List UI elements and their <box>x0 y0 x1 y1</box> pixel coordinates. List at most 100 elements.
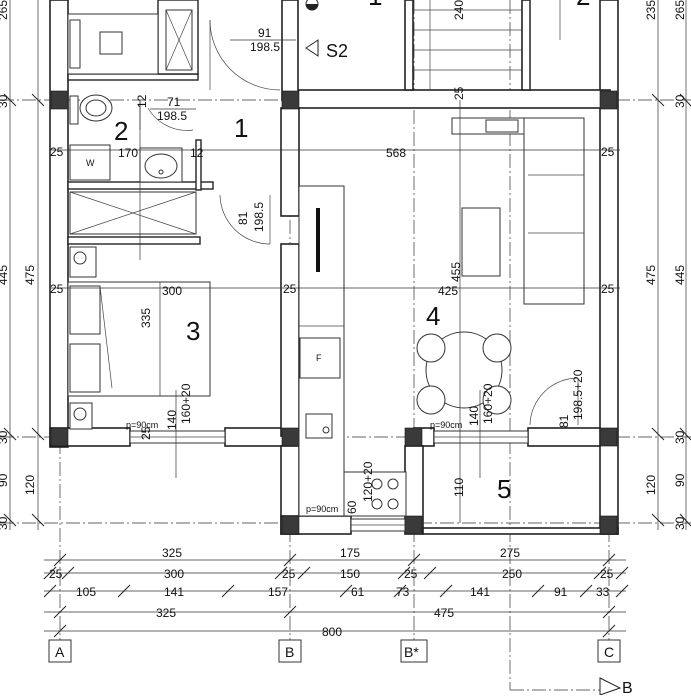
dim-row1-0: 325 <box>162 546 182 560</box>
axis-label-b: B <box>285 644 294 660</box>
right-dim-1: 30 <box>673 94 687 108</box>
section-marker-label: S2 <box>326 41 348 61</box>
dim-row2-5: 250 <box>502 567 522 581</box>
dim-row3-4: 73 <box>396 585 410 599</box>
room-number-top-right: 2 <box>576 0 590 11</box>
right-dim-2: 445 <box>673 265 687 285</box>
left-dim2-0: 475 <box>23 265 37 285</box>
axis-label-b-star: B* <box>404 644 419 660</box>
axis-labels <box>48 639 621 663</box>
window-2-param: p=90cm <box>430 420 462 430</box>
room-number-4: 4 <box>426 301 440 331</box>
dim-row3-2: 157 <box>268 585 288 599</box>
sink-icon <box>139 147 183 183</box>
door-2-height: 198.5 <box>157 109 187 123</box>
left-dim-3: 30 <box>0 430 10 444</box>
dim-row3-5: 141 <box>470 585 490 599</box>
axis-label-c: C <box>604 644 614 660</box>
dim-wall-mid: 25 <box>283 282 297 296</box>
door-1-height: 198.5 <box>250 40 280 54</box>
left-vertical-dims <box>3 0 45 530</box>
window-1-height: 160+20 <box>179 383 193 424</box>
bed <box>67 246 211 430</box>
right-dim2-1: 475 <box>644 265 658 285</box>
dim-wall-bottom: 25 <box>139 426 153 440</box>
dim-row3-3: 61 <box>351 585 365 599</box>
dim-balcony-depth: 110 <box>452 478 466 497</box>
dim-wall-right-2: 25 <box>601 282 615 296</box>
dim-living-width: 568 <box>386 146 406 160</box>
dim-stair: 240 <box>452 0 466 20</box>
right-dim-5: 30 <box>673 516 687 530</box>
axis-label-a: A <box>55 644 65 660</box>
window-3-height: 120+20 <box>361 461 375 502</box>
dim-row1-2: 275 <box>500 546 520 560</box>
dim-living-lower-width: 425 <box>438 284 458 298</box>
dim-bedroom-depth: 335 <box>139 308 153 328</box>
room-number-5: 5 <box>497 474 511 504</box>
window-3-param: p=90cm <box>306 504 338 514</box>
dim-total: 800 <box>322 625 342 639</box>
door-4-height: 198.5+20 <box>571 369 585 420</box>
dim-wall-12: 12 <box>190 146 204 160</box>
window-3-width: 60 <box>345 500 359 514</box>
dim-row2-0: 25 <box>49 567 63 581</box>
left-dim-4: 90 <box>0 473 10 487</box>
window-2-height: 160+20 <box>481 383 495 424</box>
window-2-width: 140 <box>467 406 481 426</box>
right-dim2-2: 120 <box>644 475 658 495</box>
room-number-3: 3 <box>186 316 200 346</box>
left-dim-0: 265 <box>0 0 10 20</box>
dim-wall-12b: 12 <box>135 94 149 108</box>
dim-row3-0: 105 <box>76 585 96 599</box>
window-1-width: 140 <box>165 410 179 430</box>
section-marker: S2 B <box>305 0 633 697</box>
right-dim-3: 30 <box>673 430 687 444</box>
door-4-width: 81 <box>557 414 571 428</box>
dining-table <box>416 331 512 415</box>
dim-living-depth: 455 <box>449 262 463 282</box>
left-dim2-1: 120 <box>23 475 37 495</box>
dim-row2-1: 300 <box>164 567 184 581</box>
door-3-width: 81 <box>236 211 250 225</box>
dim-row2-4: 25 <box>404 567 418 581</box>
dim-top-small: 25 <box>452 86 466 100</box>
section-b-label: B <box>622 680 633 695</box>
inner-dimensions <box>50 100 620 523</box>
dim-row4-1: 475 <box>434 606 454 620</box>
left-dim-5: 30 <box>0 516 10 530</box>
door-3-height: 198.5 <box>252 202 266 232</box>
dim-row3-6: 91 <box>554 585 568 599</box>
dim-wall-right-1: 25 <box>601 145 615 159</box>
wc-label: W <box>86 158 95 168</box>
room-number-2: 2 <box>114 116 128 146</box>
right-dim-0: 265 <box>673 0 687 20</box>
toilet-icon <box>69 94 113 125</box>
dim-row1-1: 175 <box>340 546 360 560</box>
bottom-dimension-lines <box>44 559 626 632</box>
left-dim-1: 30 <box>0 94 10 108</box>
window-1-param: p=90cm <box>126 420 158 430</box>
stairs <box>413 0 561 90</box>
kitchen-counter: F <box>298 185 407 517</box>
door-2-width: 71 <box>167 95 181 109</box>
room-number-1: 1 <box>234 113 248 143</box>
columns <box>50 90 618 535</box>
dim-row2-2: 25 <box>282 567 296 581</box>
fridge-label: F <box>316 353 322 363</box>
dim-row2-3: 150 <box>340 567 360 581</box>
dim-row4-0: 325 <box>156 606 176 620</box>
shower <box>69 191 197 235</box>
doors <box>147 19 579 426</box>
door-1-width: 91 <box>258 26 272 40</box>
dim-wall-left-1: 25 <box>50 145 64 159</box>
sofa <box>451 117 585 305</box>
bottom-dimension-ticks <box>43 553 629 638</box>
left-dim-2: 445 <box>0 265 10 285</box>
washing-machine: W <box>69 144 111 181</box>
room-number-top-partial: 1 <box>368 0 382 11</box>
dim-row3-1: 141 <box>164 585 184 599</box>
windows <box>129 430 529 532</box>
dim-row3-7: 33 <box>596 585 610 599</box>
